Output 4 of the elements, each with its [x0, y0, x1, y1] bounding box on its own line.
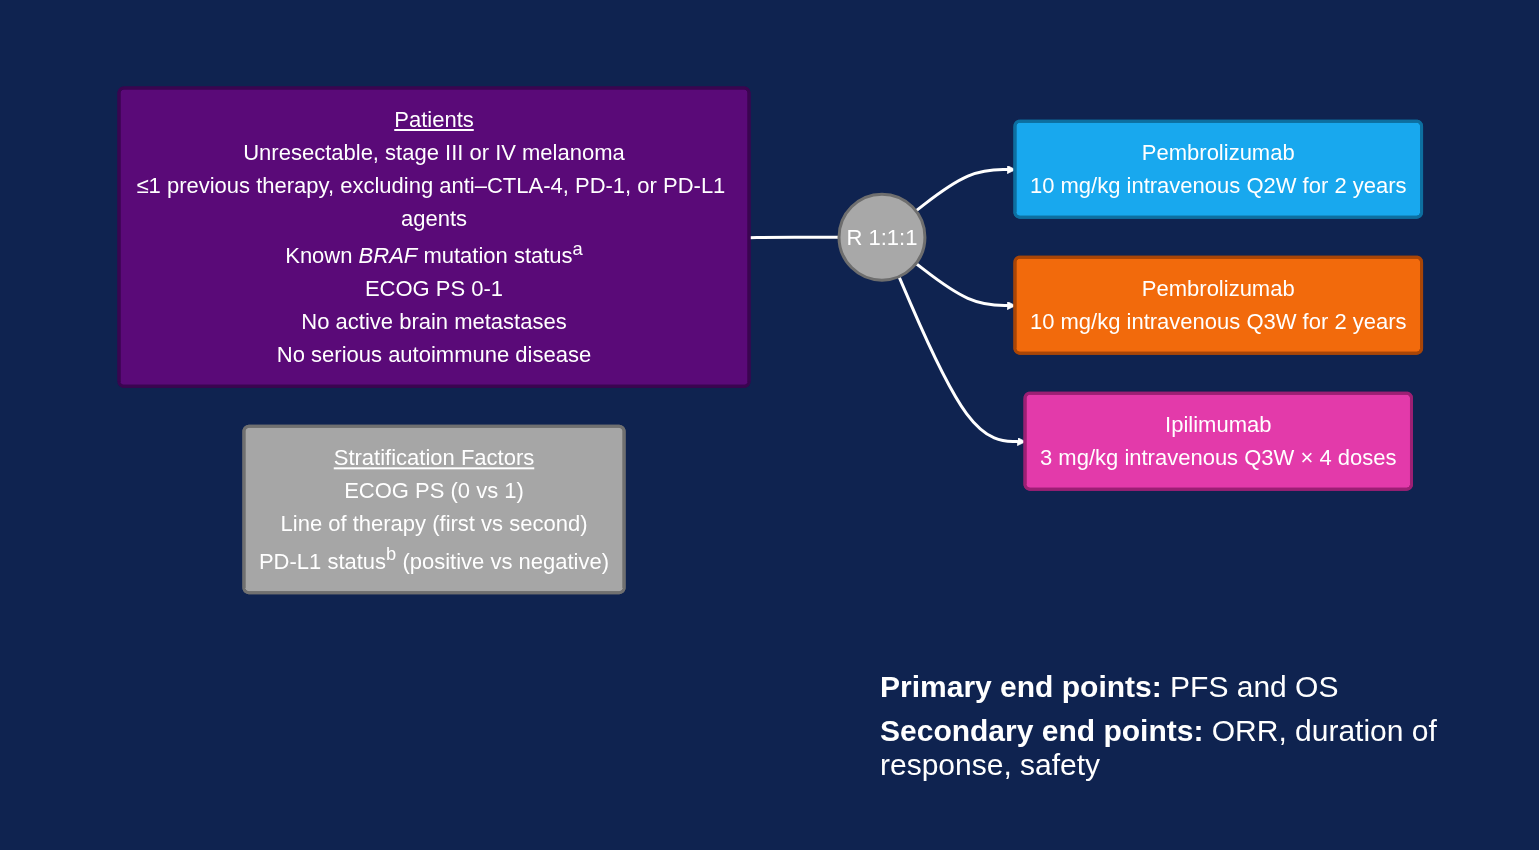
connector [749, 235, 839, 239]
endpoint-text: Primary end points: PFS and OS [880, 670, 1340, 704]
node-circle: R 1:1:1 [837, 192, 927, 282]
endpoint-text: Secondary end points: ORR, duration of response, safety [880, 714, 1438, 782]
